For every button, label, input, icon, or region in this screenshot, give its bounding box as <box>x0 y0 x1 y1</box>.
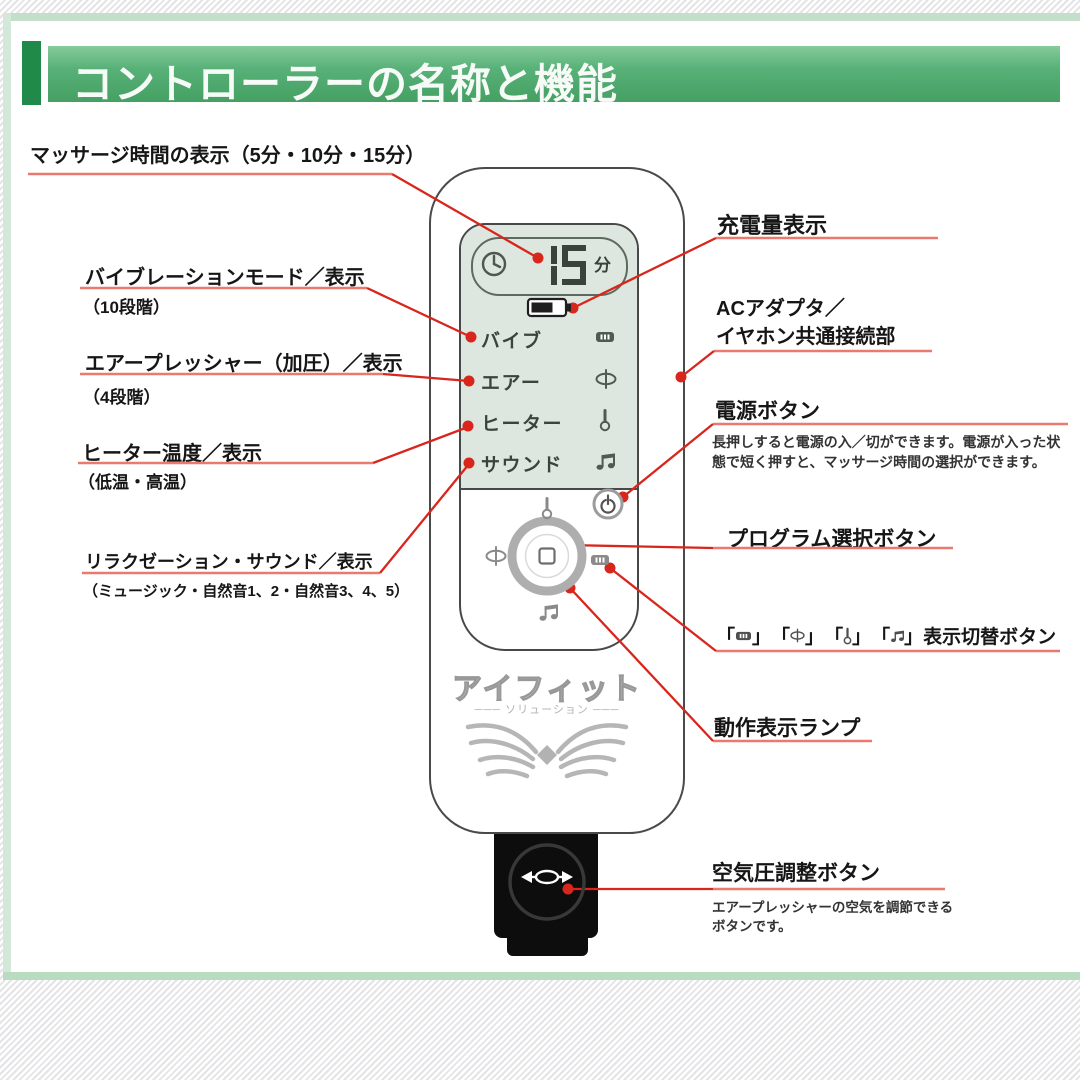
label-heater-temp: ヒーター温度／表示 <box>82 443 262 465</box>
label-underlines <box>28 172 1068 891</box>
display-switch-suffix: 表示切替ボタン <box>923 627 1057 648</box>
clock-icon <box>481 251 507 277</box>
program-select-button[interactable] <box>524 533 570 579</box>
label-relaxation-sound-sub: （ミュージック・自然音1、2・自然音3、4、5） <box>83 583 410 600</box>
wing-center-diamond <box>537 745 557 765</box>
battery-icon <box>526 297 571 318</box>
callout-line-massage-time <box>391 173 539 259</box>
music-icon <box>538 603 558 622</box>
bracket-close: 」 <box>904 627 924 648</box>
frame-top-line <box>10 13 1080 21</box>
label-operation-lamp: 動作表示ランプ <box>714 717 861 740</box>
callout-lines <box>366 173 717 891</box>
label-air-pressure-sub: （4段階） <box>83 388 161 407</box>
connector-plug <box>507 937 588 956</box>
display-row-vibe: バイブ <box>481 331 543 352</box>
heater-icon <box>599 409 611 432</box>
label-vibration-mode: バイブレーションモード／表示 <box>85 267 365 289</box>
frame-bottom-line <box>3 972 1080 980</box>
display-row-sound: サウンド <box>481 455 564 476</box>
callout-line-heater <box>372 425 469 465</box>
callout-line-air-pressure <box>382 372 470 383</box>
callout-line-charge <box>572 236 717 310</box>
vibration-icon <box>591 555 609 565</box>
label-ac-adapter-line2: イヤホン共通接続部 <box>716 326 896 348</box>
header-accent-square <box>22 41 41 105</box>
air-icon <box>485 546 507 566</box>
label-heater-temp-sub: （低温・高温） <box>78 473 197 492</box>
label-display-switch: 「」「」「」「」表示切替ボタン <box>716 622 1056 649</box>
air-icon <box>595 369 617 389</box>
time-display-frame <box>471 237 628 296</box>
label-power-desc-line1: 長押しすると電源の入／切ができます。電源が入った状 <box>712 434 1061 450</box>
brand-logo-sub: ─── ソリューション ─── <box>474 704 620 716</box>
callout-line-lamp <box>569 587 714 742</box>
header-bar: コントローラーの名称と機能 <box>48 46 1060 107</box>
label-program-select: プログラム選択ボタン <box>727 528 937 551</box>
display-row-heater: ヒーター <box>481 414 564 435</box>
bracket-open: 「 <box>871 627 891 648</box>
label-vibration-mode-sub: （10段階） <box>83 298 170 317</box>
frame-left-line <box>3 13 11 980</box>
heater-icon <box>541 497 553 520</box>
label-relaxation-sound: リラクゼーション・サウンド／表示 <box>85 552 373 572</box>
air-adjust-button[interactable] <box>508 843 586 921</box>
display-row-air: エアー <box>481 373 542 394</box>
callout-line-display-switch <box>609 567 717 652</box>
bracket-open: 「 <box>771 627 791 648</box>
label-power-desc-line2: 態で短く押すと、マッサージ時間の選択ができます。 <box>712 454 1046 470</box>
callout-line-power <box>622 423 714 498</box>
callout-line-relaxation <box>379 463 470 574</box>
bracket-open: 「 <box>824 627 844 648</box>
callout-line-ac-adapter <box>680 350 715 378</box>
music-icon <box>595 452 615 471</box>
power-button[interactable] <box>592 488 624 520</box>
page-title: コントローラーの名称と機能 <box>72 61 618 107</box>
time-unit-label: 分 <box>594 256 611 275</box>
label-air-adjust-desc-line2: ボタンです。 <box>712 919 792 934</box>
label-massage-time: マッサージ時間の表示（5分・10分・15分） <box>30 145 426 167</box>
label-ac-adapter-line1: ACアダプタ／ <box>716 298 845 320</box>
bracket-close: 」 <box>805 627 825 648</box>
bracket-open: 「 <box>716 627 736 648</box>
bracket-close: 」 <box>852 627 872 648</box>
callout-line-program <box>566 543 714 550</box>
wing-ornament <box>465 723 629 779</box>
label-charge-level: 充電量表示 <box>717 213 828 238</box>
brand-logo: アイフィット <box>451 672 642 706</box>
vibration-icon <box>596 332 614 342</box>
navigation-ring[interactable] <box>507 516 587 596</box>
callout-line-vibration <box>366 286 472 339</box>
bracket-close: 」 <box>752 627 772 648</box>
label-air-pressure: エアープレッシャー（加圧）／表示 <box>85 353 403 375</box>
time-value-digits <box>551 245 586 285</box>
label-air-adjust: 空気圧調整ボタン <box>712 862 880 885</box>
label-air-adjust-desc-line1: エアープレッシャーの空気を調節できる <box>712 900 954 915</box>
label-power-button: 電源ボタン <box>715 400 820 423</box>
